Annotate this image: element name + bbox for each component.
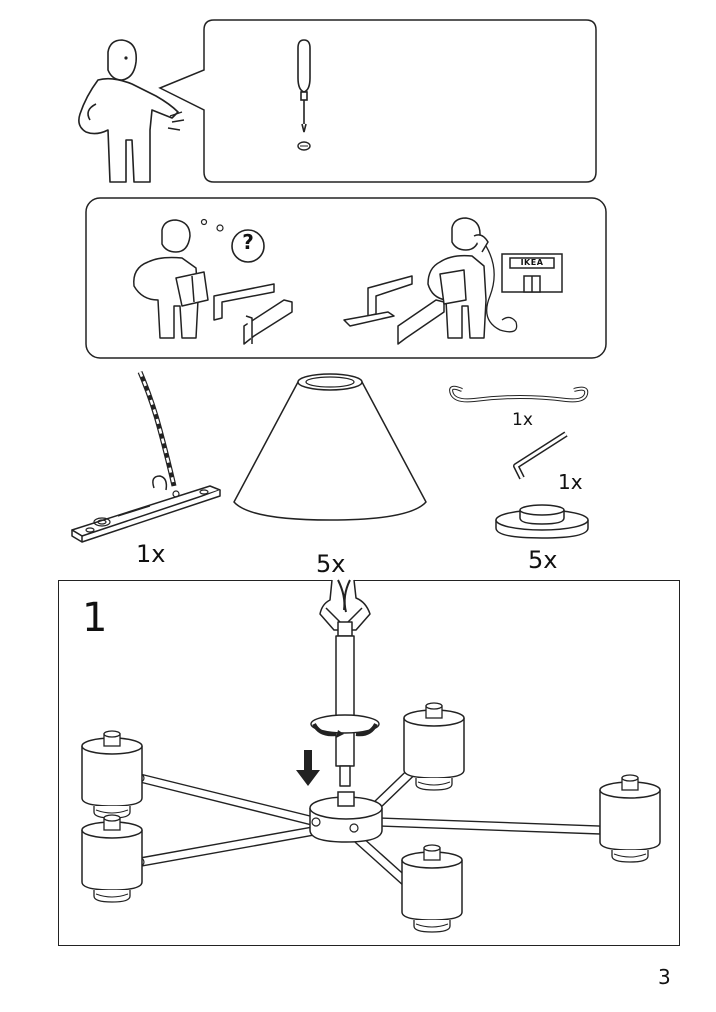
s-hook-qty: 1x bbox=[512, 410, 533, 430]
phone-man-icon bbox=[427, 217, 518, 339]
tools-panel-frame bbox=[158, 19, 597, 183]
ikea-sign-text: IKEA bbox=[520, 258, 544, 267]
screw-icon bbox=[297, 141, 311, 151]
assembled-parts-icon bbox=[343, 275, 445, 345]
ceiling-bracket-qty: 1x bbox=[136, 540, 166, 568]
ceiling-bracket-icon bbox=[71, 371, 221, 543]
step-1-box bbox=[58, 580, 680, 946]
page-number: 3 bbox=[658, 965, 671, 989]
s-hook-icon bbox=[449, 385, 589, 403]
step-number: 1 bbox=[82, 595, 108, 641]
question-mark: ? bbox=[242, 230, 254, 254]
lamp-shade-qty: 5x bbox=[316, 550, 346, 578]
screwdriver-icon bbox=[297, 39, 311, 133]
allen-key-icon bbox=[513, 431, 568, 480]
shade-ring-icon bbox=[495, 504, 589, 539]
shade-ring-qty: 5x bbox=[528, 546, 558, 574]
ikea-store-icon bbox=[501, 253, 563, 293]
confused-man-icon bbox=[133, 218, 293, 345]
ikea-man-icon bbox=[78, 39, 185, 183]
lamp-shade-icon bbox=[233, 373, 427, 521]
allen-key-qty: 1x bbox=[558, 470, 583, 494]
